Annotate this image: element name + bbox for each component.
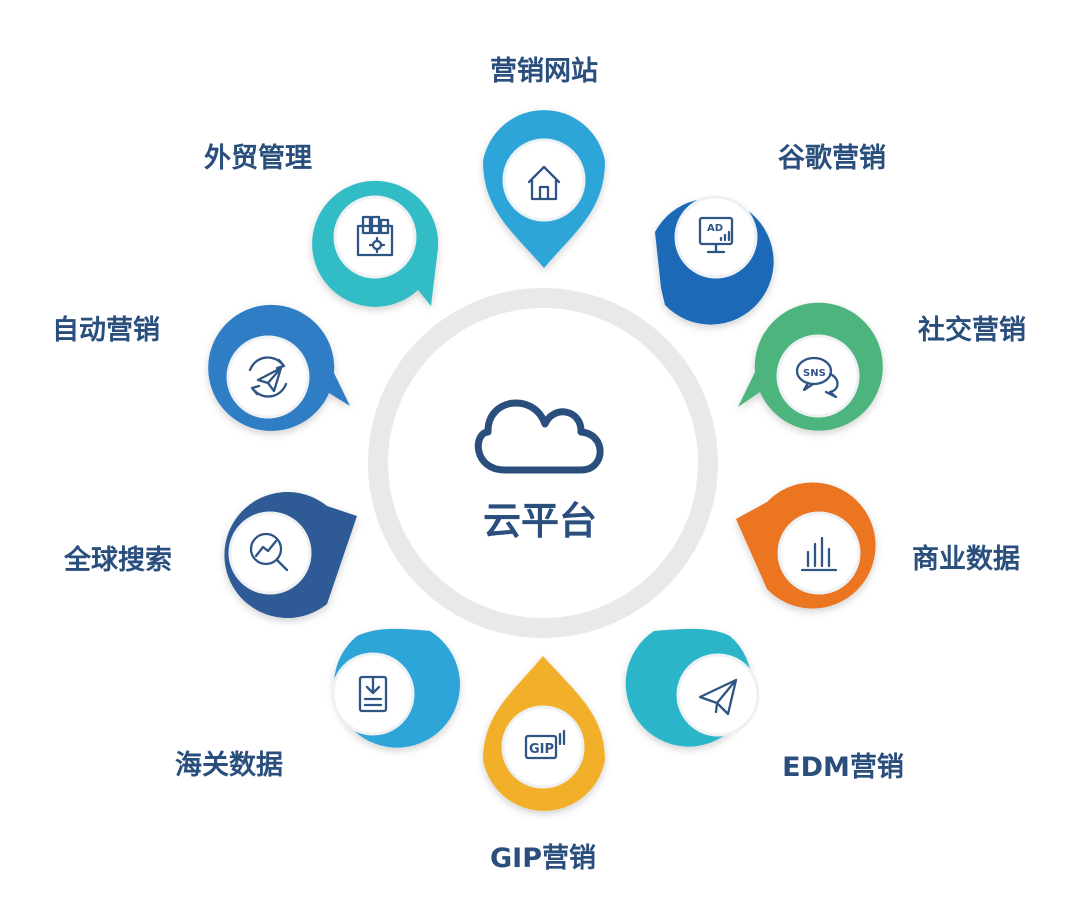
center-ring bbox=[368, 288, 718, 638]
node-business-data[interactable]: 商业数据 bbox=[736, 482, 1020, 609]
center-hub: 云平台 bbox=[368, 288, 718, 638]
svg-text:AD: AD bbox=[707, 223, 723, 234]
ad-monitor-icon: AD bbox=[698, 216, 734, 254]
node-label-trade-management: 外贸管理 bbox=[204, 143, 312, 174]
node-social-marketing[interactable]: SNS 社交营销 bbox=[738, 302, 1026, 431]
node-label-global-search: 全球搜索 bbox=[63, 544, 172, 576]
center-label: 云平台 bbox=[483, 499, 597, 543]
node-edm-marketing[interactable]: EDM营销 bbox=[625, 628, 904, 783]
pin-inner-circle bbox=[502, 138, 586, 222]
gip-icon: GIP bbox=[524, 729, 566, 760]
binders-gear-icon bbox=[356, 215, 394, 257]
svg-text:GIP: GIP bbox=[529, 742, 554, 757]
node-label-marketing-website: 营销网站 bbox=[490, 56, 598, 87]
paper-plane-icon bbox=[698, 678, 738, 716]
sns-chat-icon: SNS bbox=[795, 356, 839, 399]
pin-inner-circle bbox=[676, 653, 760, 737]
download-document-icon bbox=[358, 675, 388, 713]
node-label-edm-marketing: EDM营销 bbox=[782, 752, 904, 783]
search-trend-icon bbox=[249, 532, 289, 572]
pin-inner-circle bbox=[777, 511, 861, 595]
pin-inner-circle bbox=[333, 195, 417, 279]
node-label-google-marketing: 谷歌营销 bbox=[778, 143, 886, 174]
node-label-social-marketing: 社交营销 bbox=[918, 314, 1026, 346]
cloud-icon bbox=[474, 399, 604, 474]
pin-inner-circle bbox=[226, 335, 310, 419]
node-label-customs-data: 海关数据 bbox=[175, 750, 283, 781]
node-label-auto-marketing: 自动营销 bbox=[52, 314, 160, 346]
pin-inner-circle bbox=[776, 334, 860, 418]
pin-inner-circle bbox=[501, 705, 585, 789]
node-auto-marketing[interactable]: 自动营销 bbox=[52, 304, 350, 431]
node-gip-marketing[interactable]: GIP GIP营销 bbox=[483, 656, 605, 874]
pin-inner-circle bbox=[674, 195, 758, 279]
node-google-marketing[interactable]: AD 谷歌营销 bbox=[655, 143, 886, 325]
node-global-search[interactable]: 全球搜索 bbox=[63, 492, 357, 618]
house-icon bbox=[527, 165, 561, 201]
pin-inner-circle bbox=[228, 511, 312, 595]
node-trade-management[interactable]: 外贸管理 bbox=[204, 143, 439, 307]
node-marketing-website[interactable]: 营销网站 bbox=[483, 56, 605, 269]
cycle-plane-icon bbox=[248, 356, 288, 398]
bar-chart-icon bbox=[800, 536, 838, 572]
node-customs-data[interactable]: 海关数据 bbox=[175, 628, 461, 781]
svg-text:SNS: SNS bbox=[803, 368, 826, 379]
node-label-business-data: 商业数据 bbox=[912, 544, 1020, 575]
node-label-gip-marketing: GIP营销 bbox=[490, 843, 596, 874]
